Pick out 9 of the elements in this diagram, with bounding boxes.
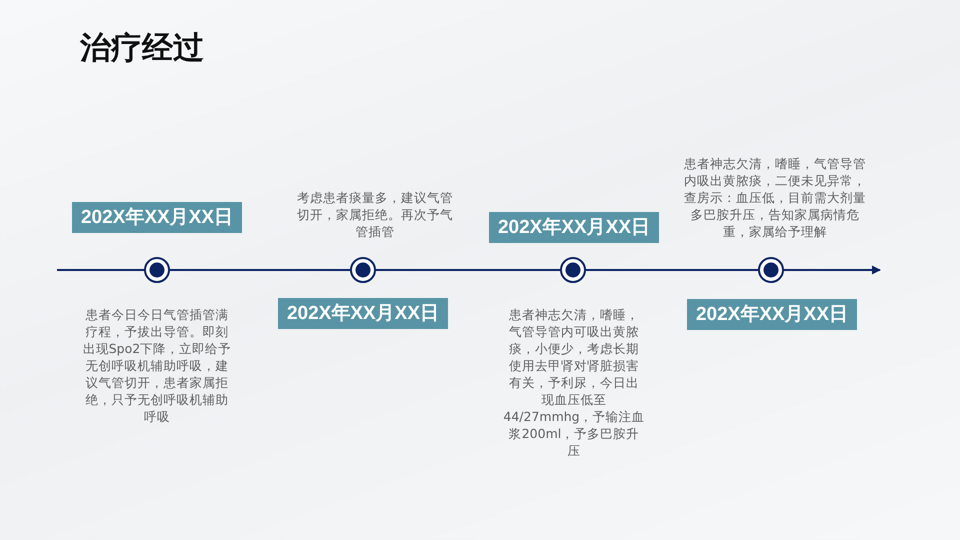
event-description: 患者今日今日气管插管满疗程，予拔出导管。即刻出现Spo2下降，立即给予无创呼吸机辅助呼吸，建议气管切开，患者家属拒绝，只予无创呼吸机辅助呼吸 bbox=[82, 306, 232, 425]
event-description: 考虑患者痰量多，建议气管切开，家属拒绝。再次予气管插管 bbox=[296, 189, 454, 240]
date-tag: 202X年XX月XX日 bbox=[278, 298, 448, 329]
event-description: 患者神志欠清，嗜睡，气管导管内吸出黄脓痰，二便未见异常，查房示：血压低，目前需大剂量多巴胺升压，告知家属病情危重，家属给予理解 bbox=[683, 155, 867, 240]
date-tag: 202X年XX月XX日 bbox=[687, 299, 857, 330]
event-description: 患者神志欠清，嗜睡，气管导管内可吸出黄脓痰，小便少，考虑长期使用去甲肾对肾脏损害有关，予利尿，今日出现血压低至44/27mmhg，予输注血浆200ml，予多巴胺升压 bbox=[503, 306, 645, 459]
date-tag: 202X年XX月XX日 bbox=[72, 202, 242, 233]
title: 治疗经过 bbox=[80, 29, 204, 68]
date-tag: 202X年XX月XX日 bbox=[489, 212, 659, 243]
